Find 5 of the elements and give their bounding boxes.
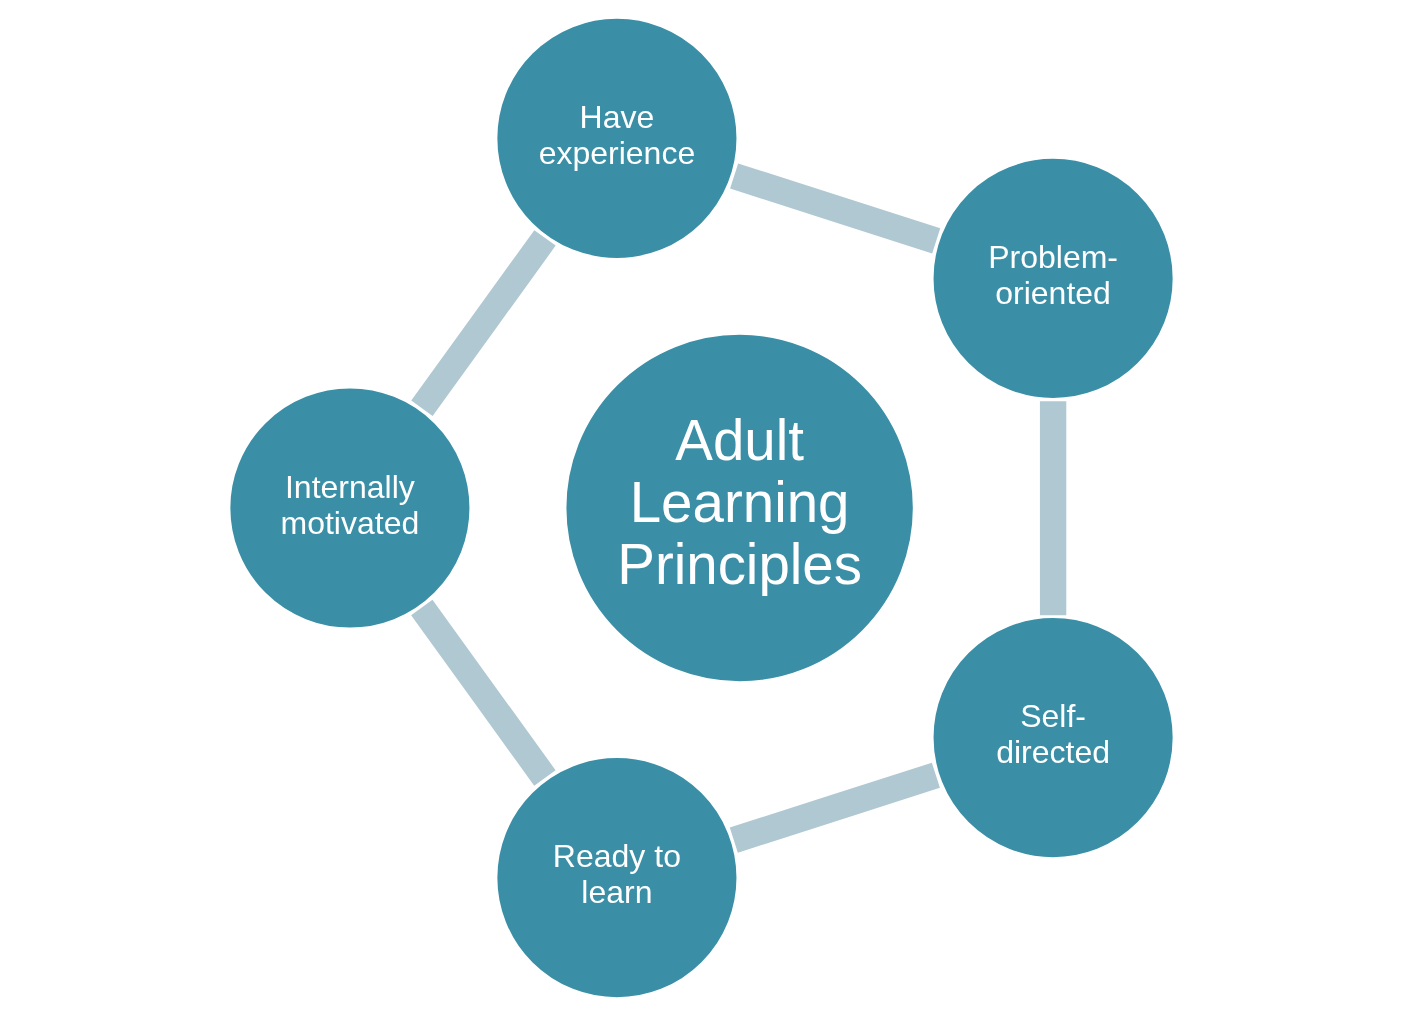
connector — [410, 599, 556, 786]
connector — [729, 762, 940, 853]
connector — [729, 163, 940, 254]
connector — [410, 230, 556, 416]
connector — [1039, 401, 1066, 616]
